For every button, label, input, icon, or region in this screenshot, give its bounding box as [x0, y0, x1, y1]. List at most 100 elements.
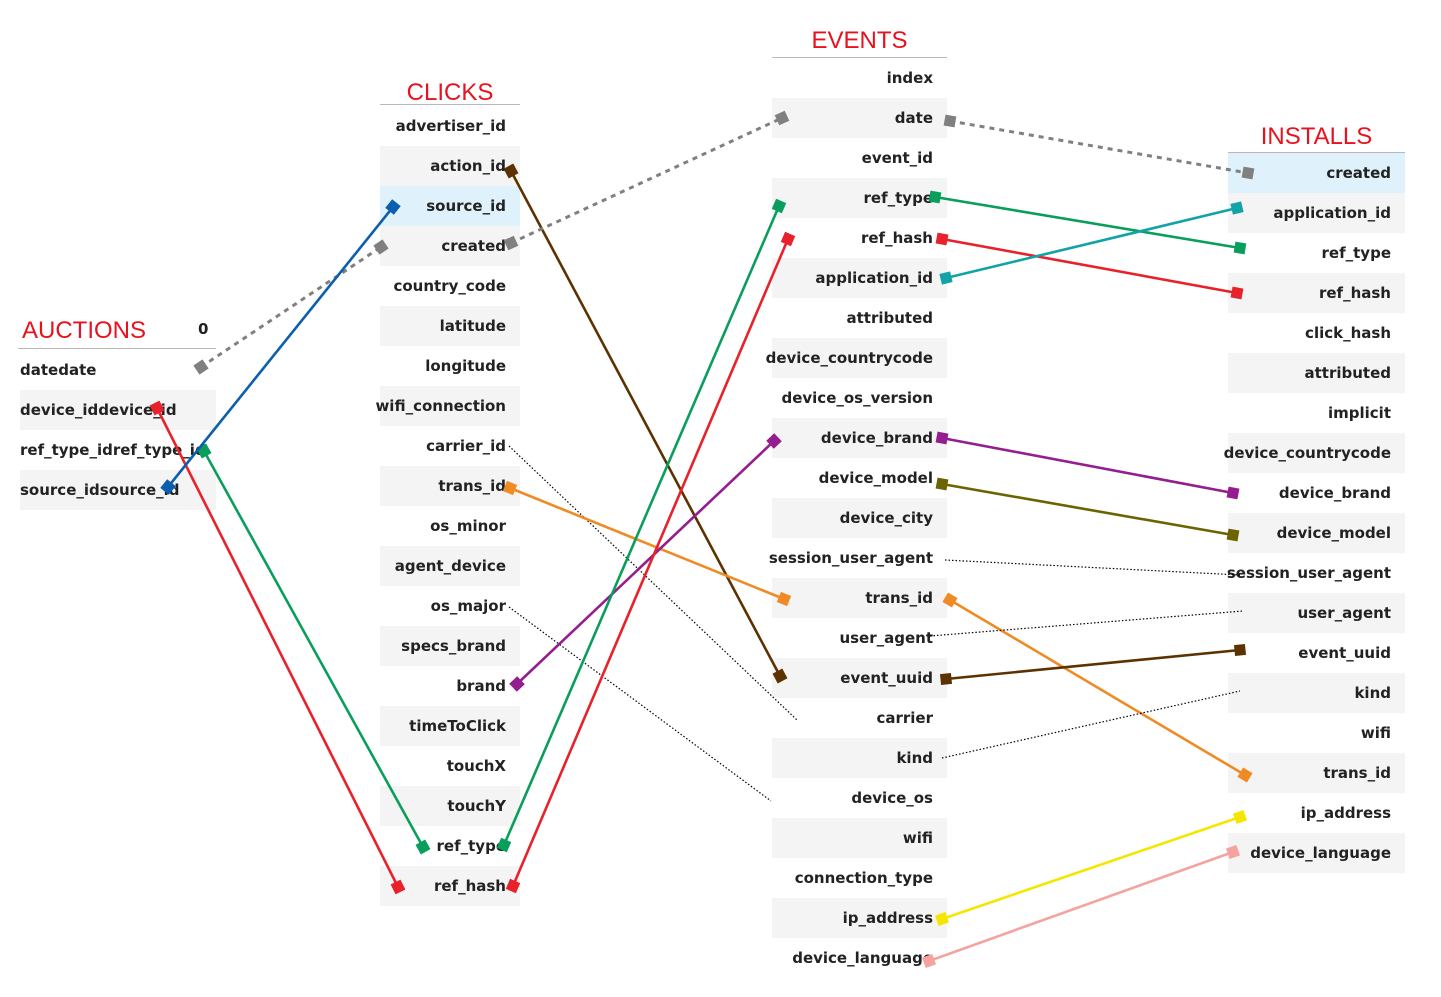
- link-line: [941, 690, 1241, 759]
- events-row: carrier: [772, 698, 947, 738]
- link-line: [516, 440, 775, 685]
- installs-field-label: device_countrycode: [1223, 444, 1391, 462]
- events-row: device_city: [772, 498, 947, 538]
- clicks-row: longitude: [380, 346, 520, 386]
- auctions-row-value: ref_type_id: [112, 441, 206, 459]
- clicks-field-label: os_major: [430, 597, 506, 615]
- link-start-marker: [505, 878, 521, 894]
- link-line: [945, 206, 1238, 280]
- events-field-label: connection_type: [794, 869, 933, 887]
- link-start-marker: [496, 837, 512, 853]
- events-field-label: ref_type: [863, 189, 933, 207]
- events-row: device_brand: [772, 418, 947, 458]
- auctions-row-value: date: [58, 361, 97, 379]
- events-row: connection_type: [772, 858, 947, 898]
- installs-field-label: attributed: [1304, 364, 1392, 382]
- link-start-marker: [502, 480, 518, 496]
- events-field-label: device_model: [818, 469, 933, 487]
- link-line: [508, 606, 772, 802]
- events-field-label: device_os_version: [781, 389, 933, 407]
- clicks-field-label: brand: [456, 677, 506, 695]
- events-field-label: date: [894, 109, 933, 127]
- installs-row: implicit: [1228, 393, 1405, 433]
- installs-field-label: device_model: [1276, 524, 1391, 542]
- link-line: [934, 195, 1241, 250]
- events-row: user_agent: [772, 618, 947, 658]
- installs-field-label: session_user_agent: [1226, 564, 1391, 582]
- auctions-row-index: device_id: [20, 401, 99, 419]
- link-line: [509, 170, 782, 677]
- link-end-marker: [1233, 241, 1247, 255]
- clicks-row: source_id: [380, 186, 520, 226]
- clicks-field-label: ref_type: [436, 837, 506, 855]
- events-field-label: session_user_agent: [768, 549, 933, 567]
- link-end-marker: [1241, 166, 1255, 180]
- link-start-marker: [503, 163, 519, 179]
- installs-row: created: [1228, 153, 1405, 193]
- events-field-label: event_uuid: [840, 669, 933, 687]
- clicks-title-rule: [380, 104, 520, 105]
- events-row: date: [772, 98, 947, 138]
- events-row: session_user_agent: [768, 538, 947, 578]
- clicks-row: created: [380, 226, 520, 266]
- installs-row: application_id: [1228, 193, 1405, 233]
- link-end-marker: [776, 591, 792, 607]
- events-field-label: device_language: [792, 949, 933, 967]
- installs-field-label: device_language: [1250, 844, 1391, 862]
- events-field-label: ref_hash: [860, 229, 933, 247]
- link-end-marker: [766, 433, 782, 449]
- clicks-row: touchY: [380, 786, 520, 826]
- link-end-marker: [1237, 767, 1253, 783]
- events-row: wifi: [772, 818, 947, 858]
- installs-row: user_agent: [1228, 593, 1405, 633]
- link-line: [202, 450, 425, 848]
- clicks-row: latitude: [380, 306, 520, 346]
- events-field-label: event_id: [861, 149, 933, 167]
- installs-row: device_model: [1228, 513, 1405, 553]
- link-end-marker: [780, 231, 796, 247]
- link-end-marker: [385, 199, 401, 215]
- events-field-label: kind: [896, 749, 933, 767]
- installs-row: session_user_agent: [1226, 553, 1405, 593]
- installs-field-label: kind: [1354, 684, 1391, 702]
- link-end-marker: [390, 879, 406, 895]
- events-row: device_model: [772, 458, 947, 498]
- clicks-field-label: carrier_id: [426, 437, 506, 455]
- clicks-row: trans_id: [380, 466, 520, 506]
- events-row: ref_hash: [772, 218, 947, 258]
- link-end-marker: [1230, 286, 1244, 300]
- events-field-label: index: [886, 69, 933, 87]
- installs-row: kind: [1228, 673, 1405, 713]
- link-end-marker: [1233, 810, 1247, 824]
- link-start-marker: [935, 477, 949, 491]
- link-start-marker: [921, 953, 937, 969]
- link-end-marker: [415, 839, 431, 855]
- installs-field-label: user_agent: [1297, 604, 1391, 622]
- events-row: device_language: [772, 938, 947, 978]
- events-field-label: device_countrycode: [765, 349, 933, 367]
- auctions-row-value: source_id: [99, 481, 180, 499]
- link-start-marker: [935, 232, 949, 246]
- link-line: [941, 815, 1241, 921]
- link-start-marker: [160, 479, 176, 495]
- installs-field-label: wifi: [1360, 724, 1391, 742]
- installs-title: INSTALLS: [1260, 123, 1373, 150]
- events-row: event_uuid: [772, 658, 947, 698]
- events-field-label: device_brand: [820, 429, 933, 447]
- installs-row: wifi: [1228, 713, 1405, 753]
- installs-field-label: trans_id: [1323, 764, 1391, 782]
- clicks-field-label: touchY: [447, 797, 506, 815]
- link-start-marker: [509, 676, 525, 692]
- clicks-row: advertiser_id: [380, 106, 520, 146]
- clicks-row: ref_type: [380, 826, 520, 866]
- clicks-field-label: os_minor: [430, 517, 506, 535]
- auctions-row-index: source_id: [20, 481, 100, 499]
- link-line: [509, 486, 785, 601]
- clicks-field-label: created: [441, 237, 506, 255]
- clicks-field-label: agent_device: [394, 557, 506, 575]
- events-title: EVENTS: [811, 27, 908, 54]
- installs-field-label: ip_address: [1300, 804, 1391, 822]
- events-title-rule: [772, 57, 947, 58]
